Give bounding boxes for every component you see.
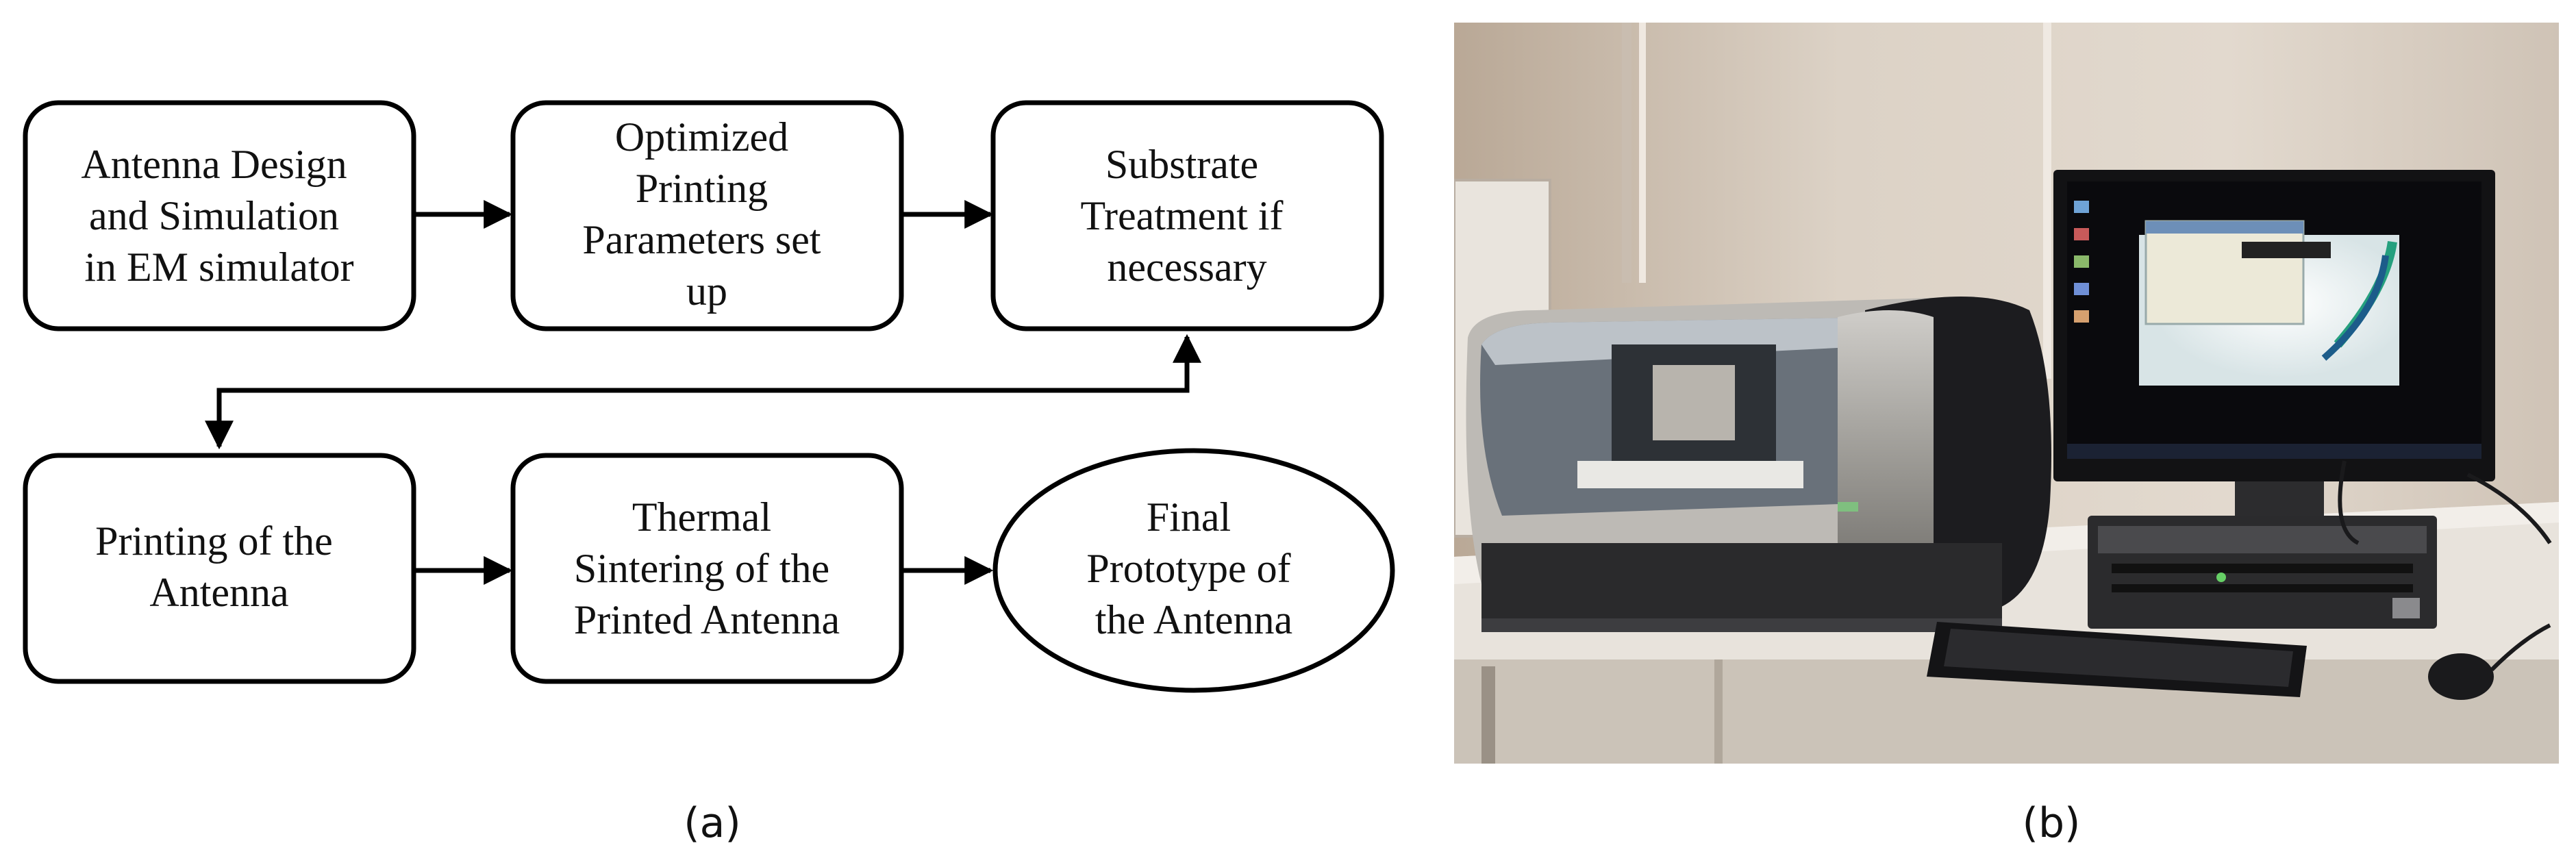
node-substrate-line-2: Treatment if — [1080, 193, 1283, 238]
node-params-line-4: up — [686, 268, 727, 314]
node-substrate — [990, 100, 1384, 331]
caption-a: (a) — [684, 799, 741, 847]
svg-text:Optimized Printing: Optimized Printing Parameters set up — [582, 114, 831, 314]
computer-case — [2088, 516, 2437, 629]
node-params-line-1: Optimized — [615, 114, 788, 160]
node-design-line-3: in EM simulator — [84, 244, 353, 290]
node-final-line-3: the Antenna — [1095, 597, 1292, 642]
node-params — [510, 100, 904, 331]
node-substrate-line-1: Substrate — [1105, 142, 1258, 187]
node-printing-line-2: Antenna — [149, 570, 288, 615]
photo — [1454, 23, 2559, 764]
caption-b: (b) — [2023, 799, 2081, 847]
svg-text:Thermal Sintering of the: Thermal Sintering of the Printed Antenna — [574, 494, 840, 642]
node-substrate-line-3: necessary — [1107, 244, 1266, 290]
photo-frame — [1454, 23, 2559, 764]
node-final-line-2: Prototype of — [1086, 546, 1290, 591]
node-sintering-line-1: Thermal — [632, 494, 771, 540]
node-sintering — [510, 453, 904, 684]
svg-text:Final Prototype of: Final Prototype of the Antenna — [1086, 494, 1301, 642]
node-design-line-1: Antenna Design — [81, 142, 347, 187]
edge-substrate-printing — [205, 334, 1201, 450]
svg-text:Printing of the Antenna: Printing of the Antenna — [95, 518, 343, 615]
node-final-line-1: Final — [1147, 494, 1231, 540]
svg-text:Substrate Treatment if: Substrate Treatment if necessary — [1080, 142, 1293, 290]
printer — [1466, 297, 2051, 632]
keyboard — [1927, 622, 2307, 697]
node-sintering-line-3: Printed Antenna — [574, 597, 840, 642]
node-printing-line-1: Printing of the — [95, 518, 333, 564]
mouse — [2428, 653, 2494, 700]
node-sintering-line-2: Sintering of the — [574, 546, 829, 591]
node-final — [992, 448, 1395, 693]
node-design — [23, 100, 416, 331]
node-params-line-2: Printing — [636, 166, 768, 211]
svg-text:Antenna Design and Simul: Antenna Design and Simulation in EM simu… — [81, 142, 357, 290]
flowchart: Antenna Design and Simulation in EM simu… — [23, 100, 1395, 693]
node-printing — [23, 453, 416, 684]
node-design-line-2: and Simulation — [89, 193, 339, 238]
node-params-line-3: Parameters set — [582, 217, 821, 262]
